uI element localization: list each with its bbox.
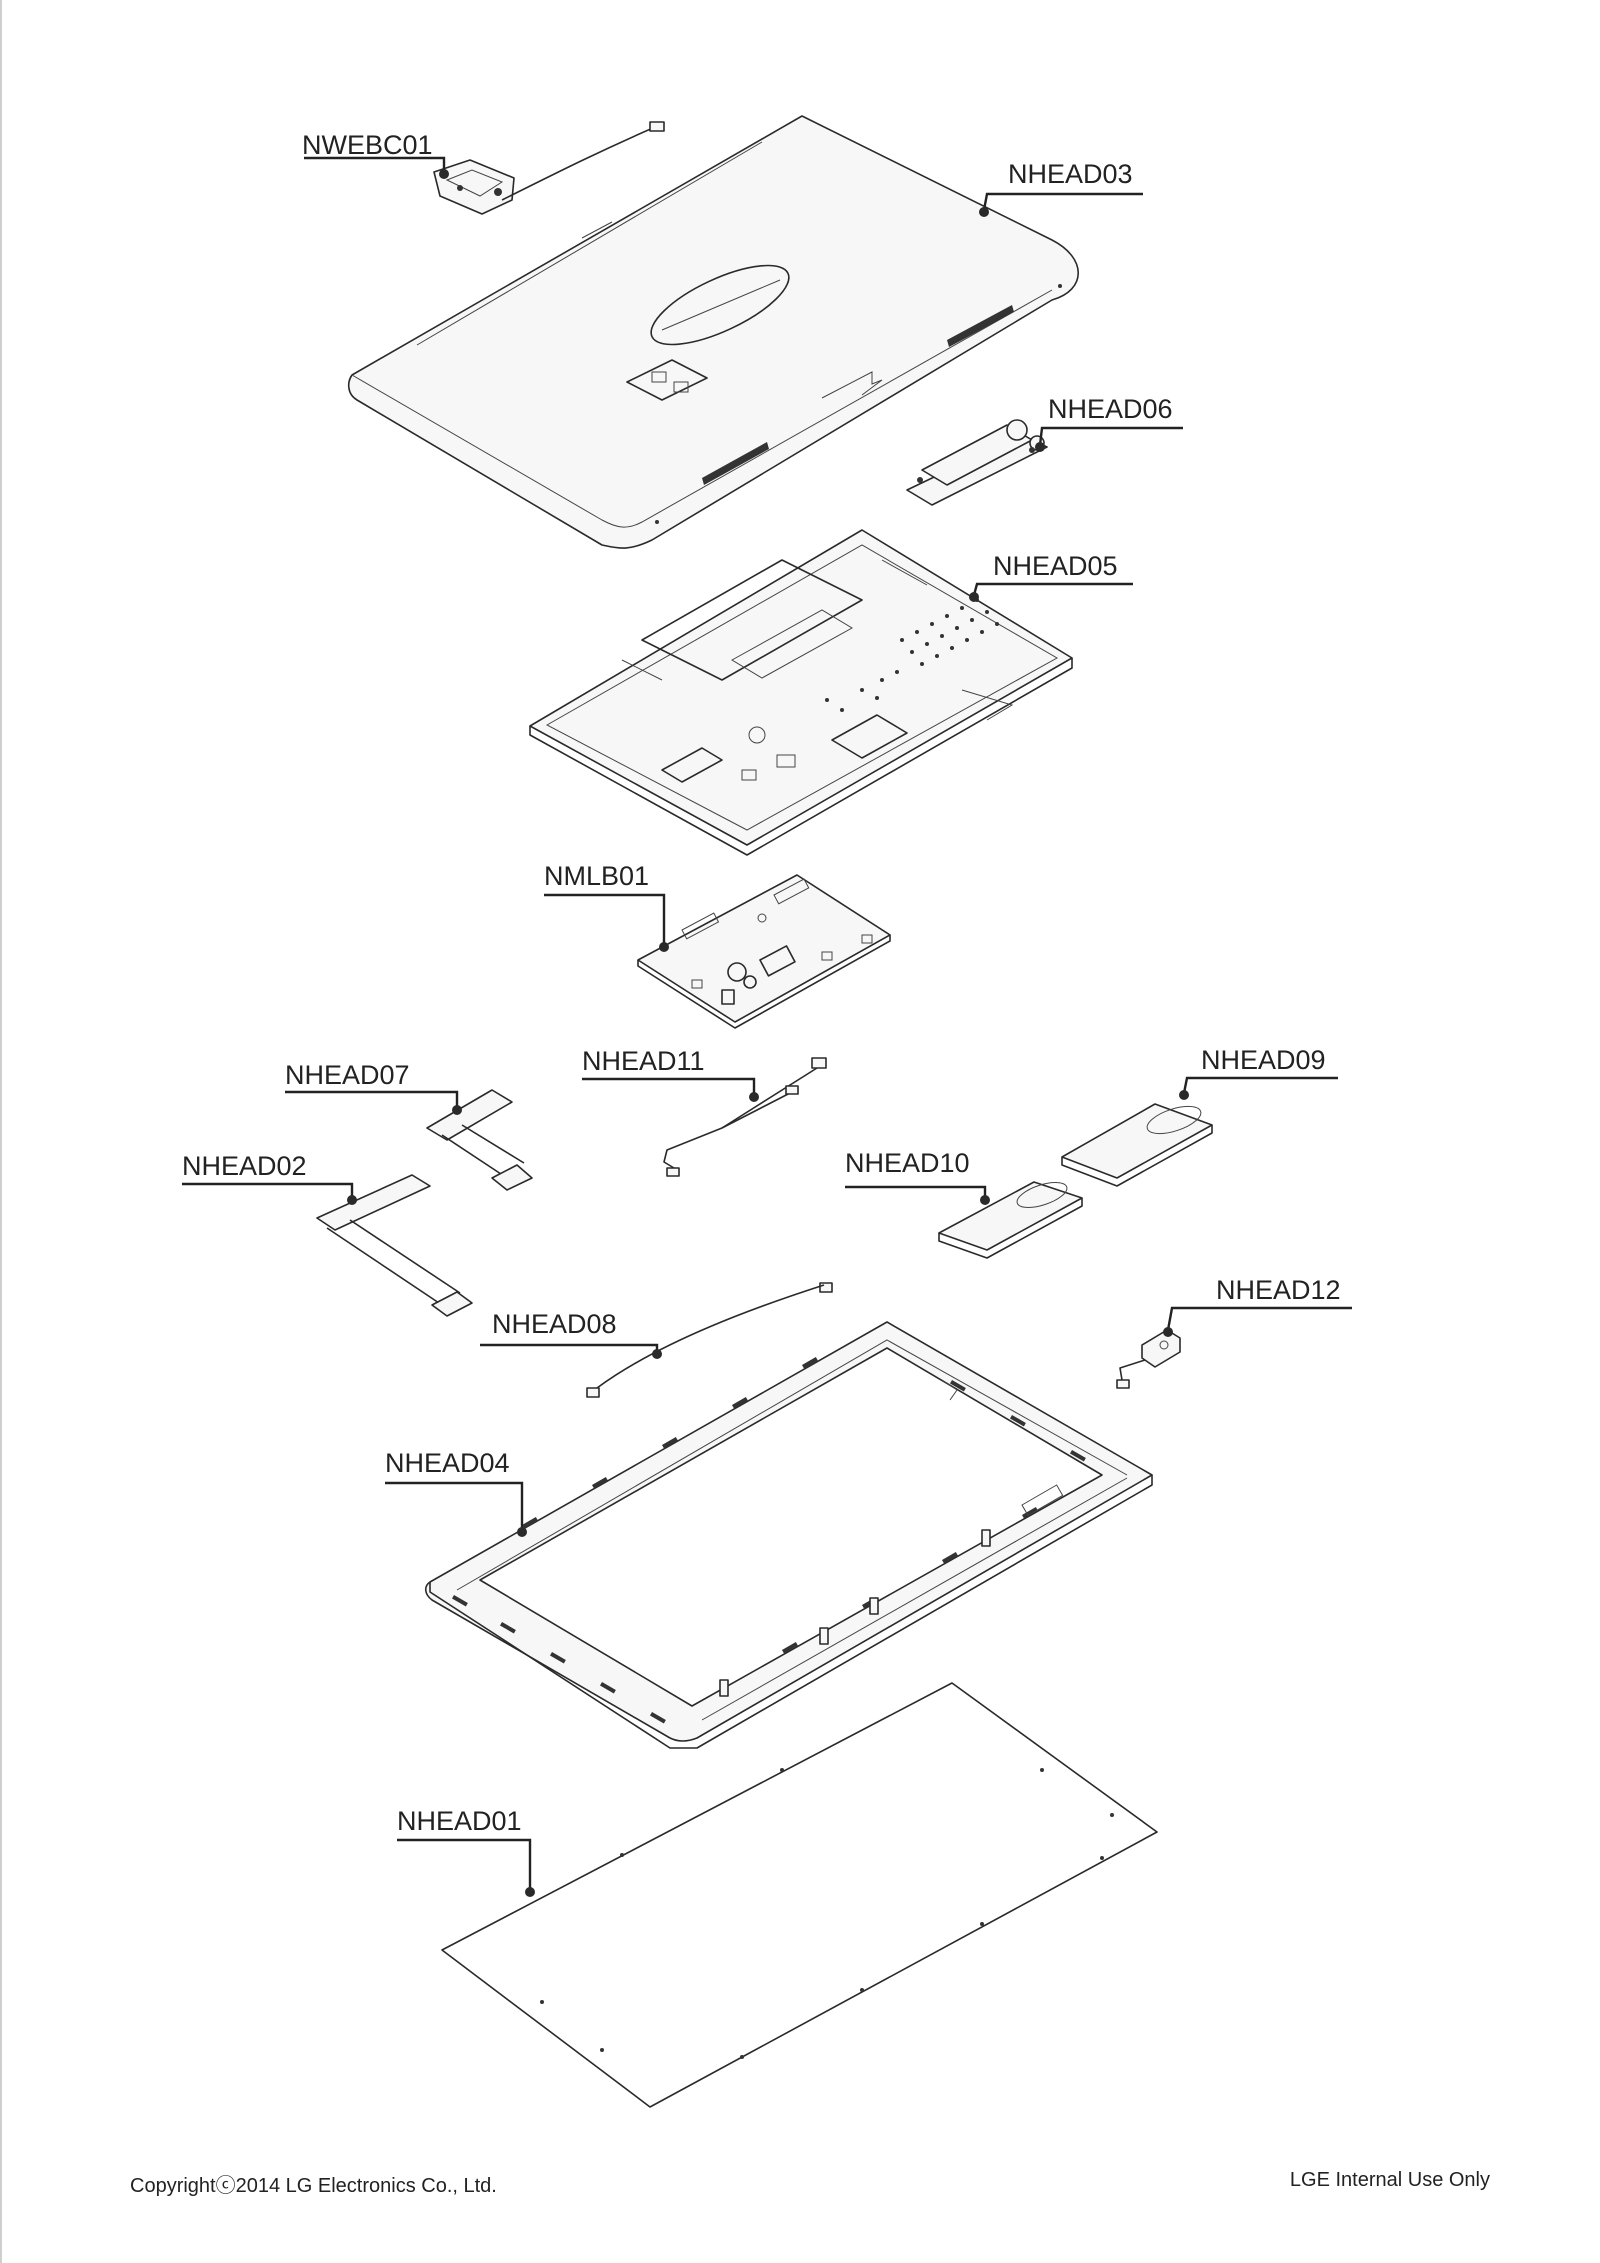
part-front-bezel [424,1321,1153,1749]
internal-use-notice: LGE Internal Use Only [1289,2169,1490,2191]
label-nhead08: NHEAD08 [492,1309,617,1339]
part-back-cover [347,115,1079,549]
label-nhead06: NHEAD06 [1048,394,1173,424]
label-nhead10: NHEAD10 [845,1148,970,1178]
part-chassis [529,529,1073,856]
part-cable-b [663,1057,827,1177]
label-nhead07: NHEAD07 [285,1060,410,1090]
callout-nhead03: NHEAD03 [979,159,1143,217]
label-nwebc01: NWEBC01 [302,130,433,160]
part-flat-cable-b [316,1174,473,1317]
callout-nhead01: NHEAD01 [397,1806,535,1897]
callout-nhead08: NHEAD08 [480,1309,662,1359]
label-nhead09: NHEAD09 [1201,1045,1326,1075]
label-nmlb01: NMLB01 [544,861,649,891]
part-speaker-right [1061,1103,1213,1187]
label-nhead12: NHEAD12 [1216,1275,1341,1305]
part-stand-hinge [906,419,1048,506]
label-nhead05: NHEAD05 [993,551,1118,581]
callout-nhead05: NHEAD05 [969,551,1133,602]
callout-nhead02: NHEAD02 [182,1151,357,1205]
part-webcam-module [433,121,665,215]
callout-nwebc01: NWEBC01 [302,130,449,179]
callout-nhead04: NHEAD04 [385,1448,527,1537]
callout-nhead09: NHEAD09 [1179,1045,1338,1100]
part-speaker-left [938,1181,1083,1259]
label-nhead11: NHEAD11 [582,1046,705,1076]
label-nhead01: NHEAD01 [397,1806,522,1836]
label-nhead02: NHEAD02 [182,1151,307,1181]
part-lcd-panel [441,1682,1158,2108]
part-button-bracket [1116,1329,1181,1389]
part-main-logic-board [637,874,891,1029]
callout-nhead07: NHEAD07 [285,1060,462,1115]
callout-nhead11: NHEAD11 [582,1046,759,1102]
label-nhead03: NHEAD03 [1008,159,1133,189]
copyright-notice: Copyrightⓒ2014 LG Electronics Co., Ltd. [130,2175,497,2197]
part-flat-cable-a [426,1089,533,1191]
label-nhead04: NHEAD04 [385,1448,510,1478]
callout-nhead12: NHEAD12 [1163,1275,1352,1337]
callout-nmlb01: NMLB01 [544,861,669,952]
chassis-vent-holes [825,598,999,712]
callout-nhead10: NHEAD10 [845,1148,990,1205]
callout-nhead06: NHEAD06 [1035,394,1183,452]
part-cable-a [586,1282,833,1398]
